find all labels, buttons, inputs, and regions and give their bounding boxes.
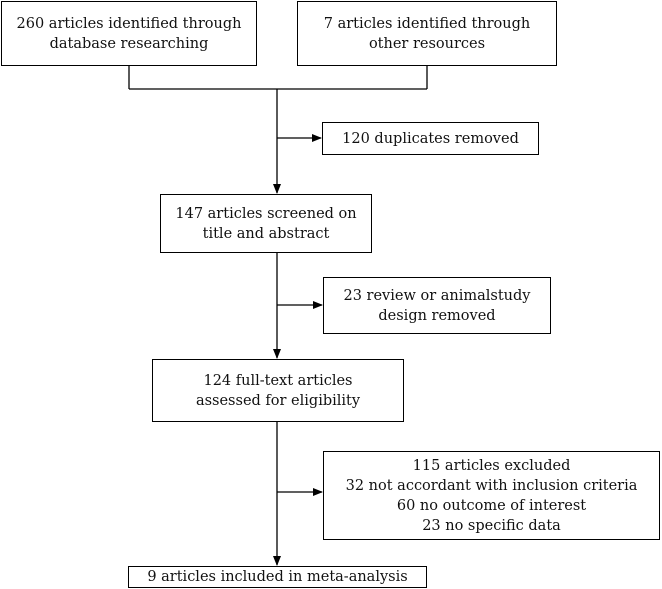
included-line-1: 9 articles included in meta-analysis	[147, 569, 408, 585]
excluded-line-2: 32 not accordant with inclusion criteria	[345, 477, 638, 494]
fulltext-assessed-box: 124 full-text articles assessed for elig…	[152, 359, 404, 422]
duplicates-removed-box: 120 duplicates removed	[322, 122, 539, 155]
excluded-line-1: 115 articles excluded	[412, 457, 571, 474]
duplicates-removed-line-1: 120 duplicates removed	[342, 130, 519, 147]
identified-database-line-2: database researching	[49, 35, 209, 52]
identified-database-line-1: 260 articles identified through	[16, 15, 242, 32]
excluded-line-3: 60 no outcome of interest	[396, 497, 587, 514]
excluded-box: 115 articles excluded 32 not accordant w…	[323, 451, 660, 540]
review-removed-line-1: 23 review or animalstudy	[343, 287, 531, 304]
screened-line-2: title and abstract	[202, 225, 330, 242]
identified-other-line-1: 7 articles identified through	[323, 15, 531, 32]
included-box: 9 articles included in meta-analysis	[128, 566, 427, 588]
review-removed-line-2: design removed	[378, 307, 496, 324]
screened-box: 147 articles screened on title and abstr…	[160, 194, 372, 253]
identified-database-box: 260 articles identified through database…	[1, 1, 257, 66]
screened-line-1: 147 articles screened on	[175, 205, 357, 222]
excluded-line-4: 23 no specific data	[422, 517, 561, 534]
fulltext-assessed-line-2: assessed for eligibility	[195, 392, 361, 409]
review-removed-box: 23 review or animalstudy design removed	[323, 277, 551, 334]
identified-other-line-2: other resources	[368, 35, 486, 52]
fulltext-assessed-line-1: 124 full-text articles	[203, 372, 353, 389]
identified-other-box: 7 articles identified through other reso…	[297, 1, 557, 66]
